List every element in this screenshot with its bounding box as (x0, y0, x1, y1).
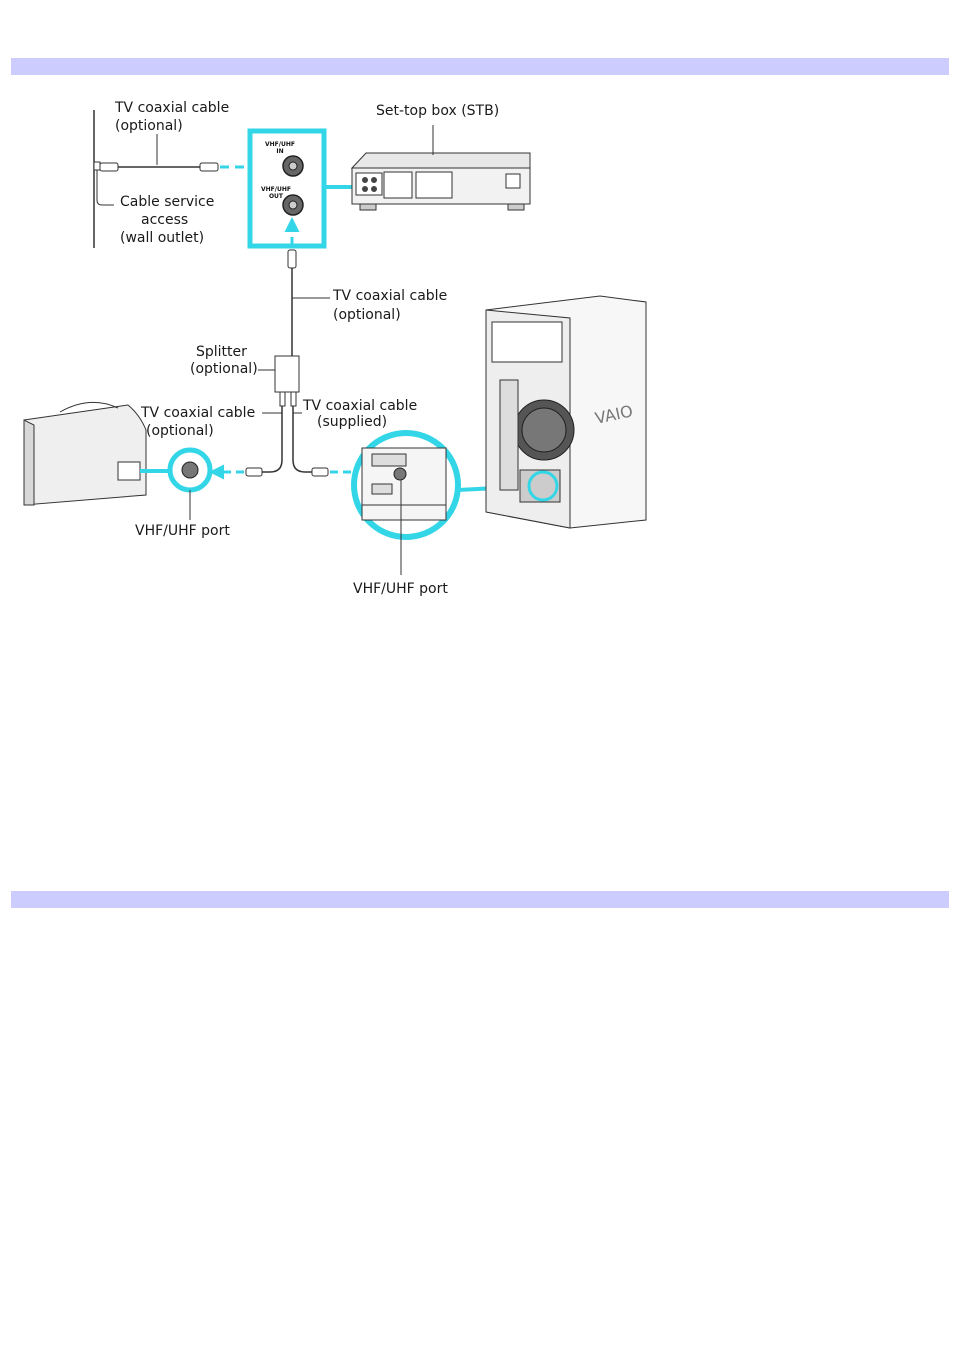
wall-cable-label-line1: TV coaxial cable (114, 100, 229, 116)
set-top-box (352, 153, 530, 210)
outlet-leader-line (97, 170, 114, 205)
tv-vhf-uhf-port (182, 462, 198, 478)
stb-out-label-line2: OUT (269, 193, 284, 200)
outlet-label-line2: access (141, 212, 188, 228)
left-cable-label-line1: TV coaxial cable (140, 405, 255, 421)
right-cable-label-line1: TV coaxial cable (302, 398, 417, 414)
wall-cable-label-line2: (optional) (115, 118, 183, 134)
right-cable-label-line2: (supplied) (317, 414, 387, 430)
splitter-label-line1: Splitter (196, 344, 247, 360)
television (24, 402, 146, 505)
pc-port-label: VHF/UHF port (353, 581, 448, 597)
stb-label: Set-top box (STB) (376, 103, 499, 119)
outlet-label-line1: Cable service (120, 194, 214, 210)
stb-in-label-line2: IN (276, 148, 283, 155)
mid-cable-label-line2: (optional) (333, 307, 401, 323)
wall-coaxial-cable (100, 163, 218, 171)
tv-branch-cable (262, 406, 282, 472)
pc-vhf-uhf-port (394, 468, 406, 480)
pc-branch-cable (293, 406, 312, 472)
vaio-pc-tower: VAIO (486, 296, 646, 528)
tv-port-label: VHF/UHF port (135, 523, 230, 539)
outlet-label-line3: (wall outlet) (120, 230, 204, 246)
splitter-label-line2: (optional) (190, 361, 258, 377)
wall-outlet-icon (94, 162, 100, 170)
splitter (275, 356, 299, 392)
stb-out-label-line1: VHF/UHF (261, 186, 291, 193)
stb-in-label-line1: VHF/UHF (265, 141, 295, 148)
mid-cable-label-line1: TV coaxial cable (332, 288, 447, 304)
left-cable-label-line2: (optional) (146, 423, 214, 439)
